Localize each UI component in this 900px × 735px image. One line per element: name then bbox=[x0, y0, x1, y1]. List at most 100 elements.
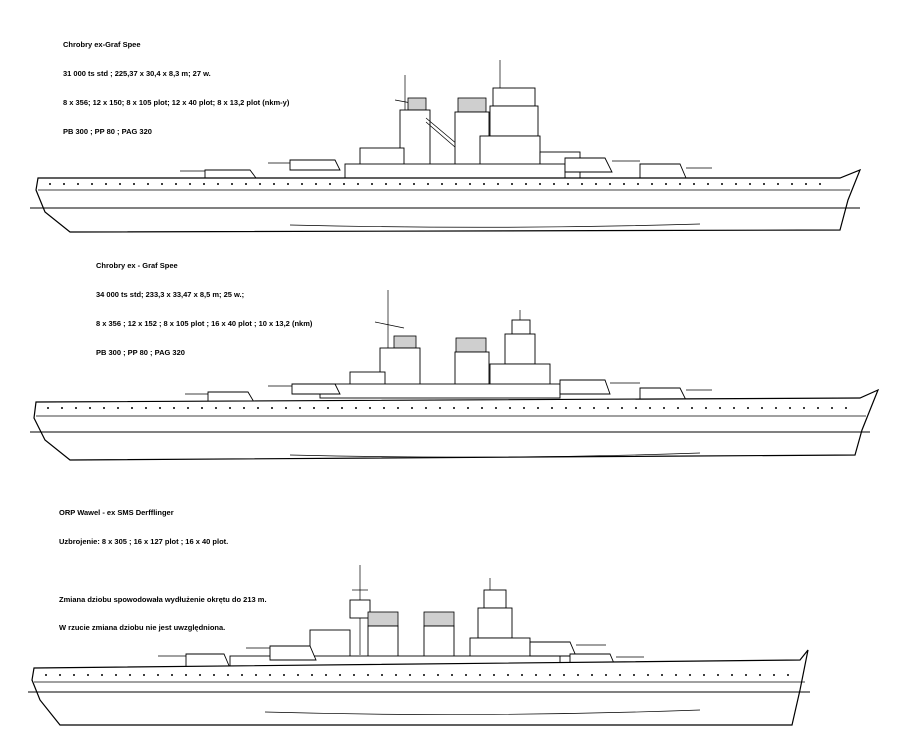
porthole bbox=[551, 407, 553, 409]
porthole bbox=[493, 674, 495, 676]
porthole bbox=[301, 183, 303, 185]
porthole bbox=[61, 407, 63, 409]
porthole bbox=[273, 183, 275, 185]
caption-line: PB 300 ; PP 80 ; PAG 320 bbox=[63, 126, 152, 136]
porthole bbox=[283, 674, 285, 676]
porthole bbox=[633, 674, 635, 676]
porthole bbox=[229, 407, 231, 409]
portholes bbox=[45, 674, 789, 676]
porthole bbox=[437, 674, 439, 676]
porthole bbox=[467, 407, 469, 409]
porthole bbox=[441, 183, 443, 185]
porthole bbox=[635, 407, 637, 409]
porthole bbox=[649, 407, 651, 409]
porthole bbox=[199, 674, 201, 676]
porthole bbox=[679, 183, 681, 185]
porthole bbox=[269, 674, 271, 676]
porthole bbox=[119, 183, 121, 185]
porthole bbox=[297, 674, 299, 676]
porthole bbox=[329, 183, 331, 185]
ship-profile-wawel bbox=[28, 565, 810, 726]
porthole bbox=[747, 407, 749, 409]
hull bbox=[33, 388, 880, 461]
porthole bbox=[591, 674, 593, 676]
porthole bbox=[805, 183, 807, 185]
porthole bbox=[717, 674, 719, 676]
porthole bbox=[409, 674, 411, 676]
superstructure bbox=[319, 290, 561, 399]
porthole bbox=[245, 183, 247, 185]
porthole bbox=[231, 183, 233, 185]
caption-line: 8 x 356; 12 x 150; 8 x 105 plot; 12 x 40… bbox=[63, 97, 290, 107]
caption-line: ORP Wawel - ex SMS Derfflinger bbox=[59, 508, 174, 518]
porthole bbox=[481, 407, 483, 409]
porthole bbox=[759, 674, 761, 676]
porthole bbox=[173, 407, 175, 409]
porthole bbox=[479, 674, 481, 676]
porthole bbox=[327, 407, 329, 409]
porthole bbox=[371, 183, 373, 185]
porthole bbox=[619, 674, 621, 676]
porthole bbox=[455, 183, 457, 185]
porthole bbox=[509, 407, 511, 409]
portholes bbox=[49, 183, 821, 185]
porthole bbox=[425, 407, 427, 409]
porthole bbox=[227, 674, 229, 676]
porthole bbox=[735, 183, 737, 185]
porthole bbox=[217, 183, 219, 185]
porthole bbox=[353, 674, 355, 676]
porthole bbox=[525, 183, 527, 185]
caption-line: Chrobry ex-Graf Spee bbox=[63, 40, 141, 50]
porthole bbox=[147, 183, 149, 185]
porthole bbox=[187, 407, 189, 409]
porthole bbox=[117, 407, 119, 409]
porthole bbox=[157, 674, 159, 676]
porthole bbox=[313, 407, 315, 409]
porthole bbox=[549, 674, 551, 676]
porthole bbox=[483, 183, 485, 185]
porthole bbox=[453, 407, 455, 409]
hull bbox=[35, 168, 862, 233]
porthole bbox=[381, 674, 383, 676]
porthole bbox=[537, 407, 539, 409]
porthole bbox=[213, 674, 215, 676]
porthole bbox=[803, 407, 805, 409]
superstructure bbox=[344, 60, 581, 179]
porthole bbox=[101, 674, 103, 676]
porthole bbox=[241, 674, 243, 676]
caption-line: Chrobry ex - Graf Spee bbox=[96, 261, 178, 271]
porthole bbox=[413, 183, 415, 185]
porthole bbox=[299, 407, 301, 409]
portholes bbox=[47, 407, 847, 409]
porthole bbox=[817, 407, 819, 409]
porthole bbox=[553, 183, 555, 185]
porthole bbox=[465, 674, 467, 676]
turrets bbox=[180, 157, 712, 179]
porthole bbox=[773, 674, 775, 676]
porthole bbox=[203, 183, 205, 185]
porthole bbox=[563, 674, 565, 676]
porthole bbox=[661, 674, 663, 676]
porthole bbox=[255, 674, 257, 676]
porthole bbox=[651, 183, 653, 185]
porthole bbox=[565, 407, 567, 409]
porthole bbox=[341, 407, 343, 409]
caption-chrobry-1: Chrobry ex-Graf Spee 31 000 ts std ; 225… bbox=[63, 21, 289, 146]
porthole bbox=[775, 407, 777, 409]
caption-wawel: ORP Wawel - ex SMS Derfflinger Uzbrojeni… bbox=[59, 489, 267, 643]
porthole bbox=[215, 407, 217, 409]
porthole bbox=[103, 407, 105, 409]
porthole bbox=[257, 407, 259, 409]
porthole bbox=[577, 674, 579, 676]
hull bbox=[31, 649, 809, 726]
caption-line: 8 x 356 ; 12 x 152 ; 8 x 105 plot ; 16 x… bbox=[96, 318, 313, 328]
porthole bbox=[115, 674, 117, 676]
caption-line: Uzbrojenie: 8 x 305 ; 16 x 127 plot ; 16… bbox=[59, 536, 229, 546]
porthole bbox=[609, 183, 611, 185]
caption-line: 31 000 ts std ; 225,37 x 30,4 x 8,3 m; 2… bbox=[63, 68, 211, 78]
porthole bbox=[311, 674, 313, 676]
porthole bbox=[647, 674, 649, 676]
porthole bbox=[201, 407, 203, 409]
porthole bbox=[665, 183, 667, 185]
porthole bbox=[185, 674, 187, 676]
